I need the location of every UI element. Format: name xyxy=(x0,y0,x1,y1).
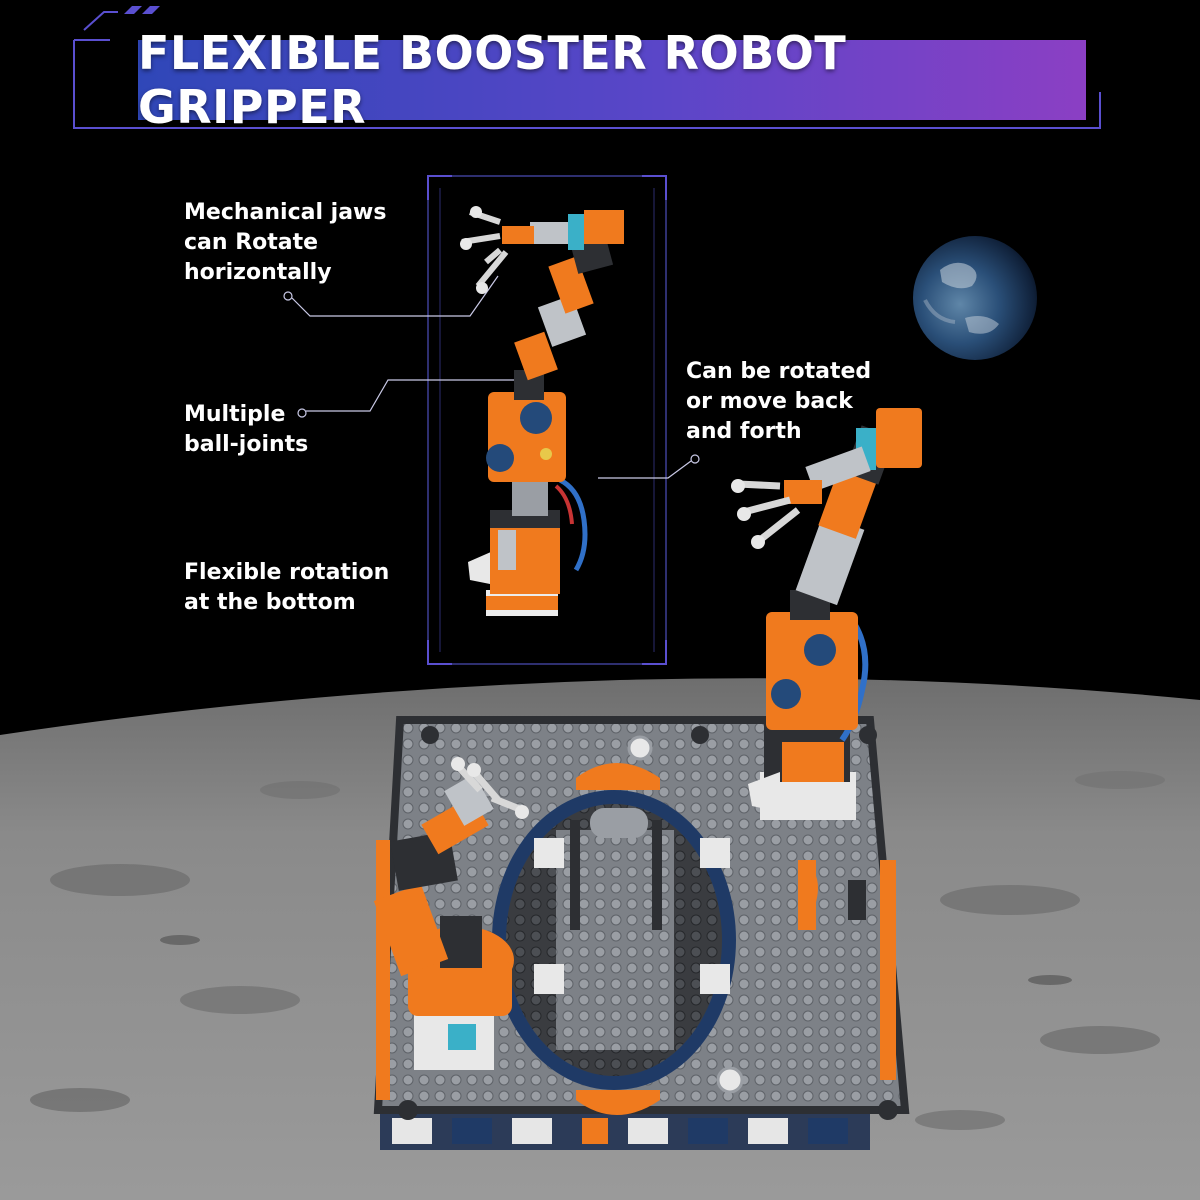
callout-text-line: and forth xyxy=(686,419,802,444)
robot-arm-display xyxy=(460,206,624,616)
title-banner xyxy=(73,6,1101,129)
callout-frame xyxy=(427,175,667,665)
callout-text-line: at the bottom xyxy=(184,590,356,615)
callout-text-line: Can be rotated xyxy=(686,359,872,384)
callout-flexible-rotation: Flexible rotation at the bottom xyxy=(184,558,389,618)
callout-mechanical-jaws: Mechanical jaws can Rotate horizontally xyxy=(184,198,386,288)
callout-text-line: Mechanical jaws xyxy=(184,200,387,225)
callout-text-line: Multiple xyxy=(184,402,286,427)
robot-arm-right xyxy=(731,408,922,820)
earth-planet xyxy=(913,236,1037,360)
callout-text-line: horizontally xyxy=(184,260,332,285)
robot-arm-left xyxy=(373,757,529,1070)
callout-text-line: Flexible rotation xyxy=(184,560,390,585)
callout-ball-joints: Multiple ball-joints xyxy=(184,400,308,460)
callout-text-line: or move back xyxy=(686,389,853,414)
banner-title: FLEXIBLE BOOSTER ROBOT GRIPPER xyxy=(138,26,847,134)
banner-title-box: FLEXIBLE BOOSTER ROBOT GRIPPER xyxy=(138,26,1086,134)
callout-text-line: can Rotate xyxy=(184,230,319,255)
callout-text-line: ball-joints xyxy=(184,432,309,457)
callout-leaders xyxy=(283,275,700,479)
callout-rotate-move: Can be rotated or move back and forth xyxy=(686,357,871,447)
